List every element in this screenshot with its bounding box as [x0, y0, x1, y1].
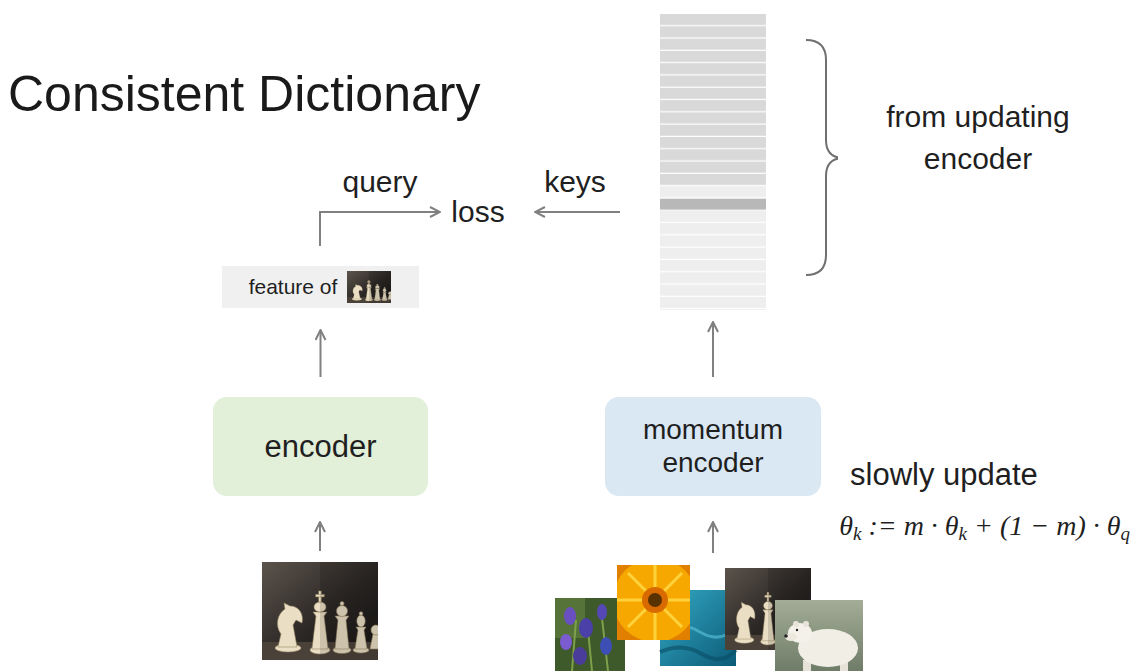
- key-queue: [660, 14, 766, 310]
- chess-photo: [725, 568, 813, 650]
- queue-old-keys: [660, 14, 766, 186]
- queue-current-key: [660, 199, 766, 211]
- keys-arrow: [535, 211, 620, 213]
- node-text: loss: [451, 195, 504, 230]
- chess-thumbnail: [347, 271, 391, 303]
- queue-row-lines: [660, 14, 766, 310]
- update-note: slowly update: [850, 457, 1038, 493]
- keys-label: keys: [544, 165, 606, 200]
- node-text: feature of: [249, 275, 338, 299]
- polar-bear-photo: [775, 600, 863, 671]
- daisy-photo: [617, 565, 690, 640]
- queue-note: from updating encoder: [838, 96, 1118, 180]
- input-arrow: [712, 522, 714, 553]
- loss-node: loss: [450, 195, 506, 230]
- image-collage: [555, 558, 863, 671]
- flower-photo: [555, 598, 625, 671]
- node-text: encoder: [264, 429, 376, 465]
- arrow-label: query: [342, 165, 417, 200]
- flow-arrow: [320, 330, 322, 377]
- slide-title: Consistent Dictionary: [8, 66, 480, 124]
- update-formula: θk := m · θk + (1 − m) · θq: [839, 510, 1130, 545]
- momentum-encoder-box: momentum encoder: [605, 397, 821, 496]
- input-arrow: [319, 522, 321, 551]
- node-text: momentum encoder: [621, 414, 805, 478]
- water-photo: [660, 590, 736, 666]
- curly-brace: [806, 40, 842, 275]
- chess-photo: [262, 562, 381, 660]
- flow-arrow: [320, 212, 440, 246]
- enqueue-arrow: [712, 322, 714, 377]
- queue-new-keys: [660, 186, 766, 310]
- encoder-box: encoder: [213, 397, 428, 496]
- feature-box: feature of: [222, 266, 419, 308]
